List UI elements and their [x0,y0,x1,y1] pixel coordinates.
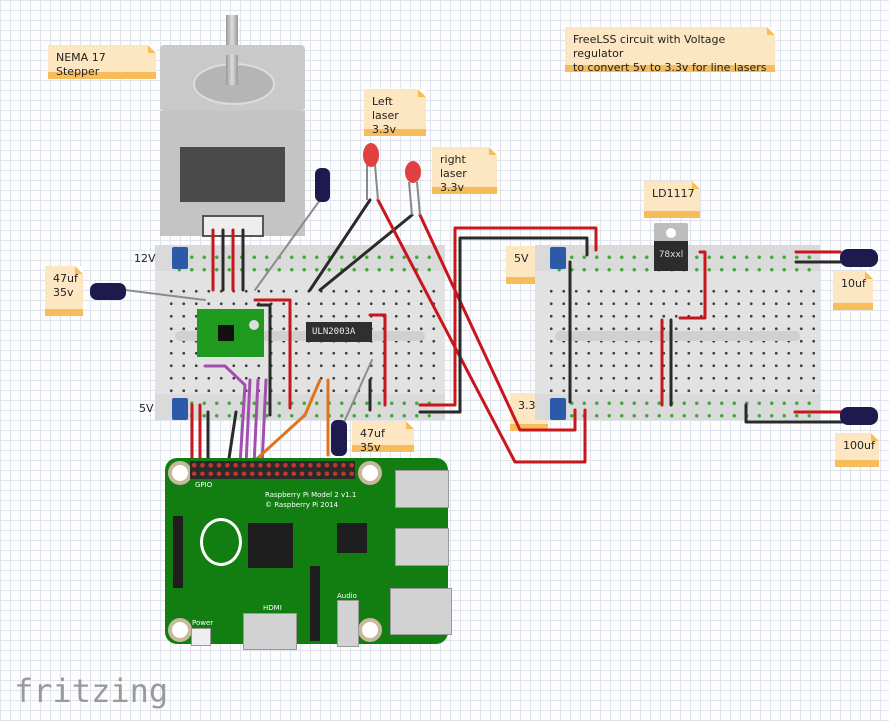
note-regulator[interactable]: LD1117 [644,181,700,218]
hdmi-label: HDMI [263,604,282,612]
stepper-driver-board[interactable] [197,309,264,357]
note-cap-left-line1: 47uf [53,272,78,285]
note-stepper-text: NEMA 17 Stepper [56,51,106,78]
wire-cap-top [254,199,321,291]
wire-black-driver [256,303,272,417]
wire-orange-1 [248,378,322,467]
wire-100uf-black [744,403,844,424]
note-title[interactable]: FreeLSS circuit with Voltage regulator t… [565,27,775,74]
capacitor-10uf[interactable] [840,249,878,267]
led-right[interactable] [405,161,421,216]
note-left-laser-line1: Left laser [372,95,399,122]
hdmi-port[interactable] [243,613,297,650]
mount-hole [168,618,192,642]
soc-chip [248,523,293,568]
power-port[interactable] [191,628,211,646]
terminal-33v-right [550,398,566,420]
wire-purple-2 [244,378,252,467]
regulator-label: 78xxl [658,250,684,260]
note-title-line2: to convert 5v to 3.3v for line lasers [573,61,767,74]
rpi-copyright: © Raspberry Pi 2014 [265,501,339,509]
wire-purple-1 [203,364,247,467]
uln2003a-label: ULN2003A [312,327,356,337]
audio-jack[interactable] [337,600,359,647]
ethernet-port[interactable] [390,588,452,635]
wire-red-driver [253,298,292,410]
note-right-laser-line1: right laser [440,153,467,180]
wire-cap-left [124,289,206,301]
wire-purple-3 [252,378,260,467]
wire-5v-red [418,226,598,407]
mount-hole [358,461,382,485]
label-5v: 5V [139,402,154,415]
wire-5v-black [418,236,589,414]
usb-port-2[interactable] [395,528,449,566]
usb-chip [337,523,367,553]
note-title-line1: FreeLSS circuit with Voltage regulator [573,33,726,60]
stepper-motor[interactable] [160,15,305,237]
note-cap-mid-text: 47uf 35v [360,427,385,454]
mount-hole [358,618,382,642]
terminal-5v-left [172,398,188,420]
wire-reg-red [678,250,707,320]
note-cap-left[interactable]: 47uf 35v [45,266,83,316]
wire-laser-right-black [318,213,414,292]
note-stepper[interactable]: NEMA 17 Stepper [48,45,156,79]
csi-connector [310,566,320,641]
gpio-header[interactable] [190,461,355,479]
wire-purple-4 [260,378,268,467]
wire-pi-black-2 [226,410,238,467]
note-10uf-text: 10uf [841,277,866,290]
wire-uln-red [368,313,387,407]
wire-uln-gray [344,359,373,421]
mount-hole [168,461,192,485]
wire-laser-left-black [308,198,372,292]
wire-laser-right-red [418,213,577,432]
raspberry-pi-board[interactable]: GPIO Raspberry Pi Model 2 v1.1 © Raspber… [165,458,452,650]
capacitor-top[interactable] [315,168,330,202]
terminal-12v [172,247,188,269]
wire-laser-left-red [376,198,587,464]
note-100uf[interactable]: 100uf [835,433,879,467]
note-regulator-text: LD1117 [652,187,695,200]
usb-port-1[interactable] [395,470,449,508]
capacitor-100uf[interactable] [840,407,878,425]
note-right-laser[interactable]: right laser 3.3v [432,147,497,194]
note-cap-left-line2: 35v [53,286,74,299]
note-100uf-text: 100uf [843,439,875,452]
rpi-model: Raspberry Pi Model 2 v1.1 [265,491,357,499]
fritzing-logo: fritzing [14,672,169,710]
gpio-label: GPIO [195,481,213,489]
note-10uf[interactable]: 10uf [833,271,873,310]
note-left-laser-line2: 3.3v [372,123,397,136]
capacitor-left[interactable] [90,283,126,300]
voltage-regulator[interactable]: 78xxl [654,223,688,277]
terminal-5v-right [550,247,566,269]
note-left-laser[interactable]: Left laser 3.3v [364,89,426,136]
note-cap-mid[interactable]: 47uf 35v [352,421,414,454]
note-5v-text: 5V [514,252,529,265]
raspberry-logo [200,518,242,566]
uln2003a-chip[interactable]: ULN2003A [306,322,372,342]
power-label: Power [192,619,214,627]
dsi-connector [173,516,183,588]
led-left[interactable] [363,143,379,201]
capacitor-mid[interactable] [331,420,347,456]
note-right-laser-line2: 3.3v [440,181,465,194]
label-12v: 12V [134,252,156,265]
audio-label: Audio [337,592,357,600]
